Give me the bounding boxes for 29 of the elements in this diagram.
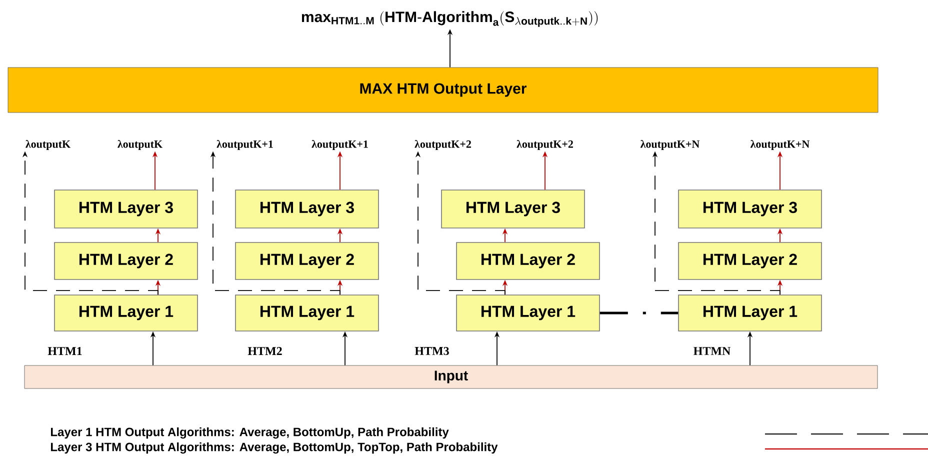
output-label: λoutputK — [118, 140, 162, 150]
layer-box: HTM Layer 2 — [678, 242, 822, 280]
instance-label: HTM3 — [414, 346, 449, 356]
instance-label: HTM1 — [48, 347, 82, 355]
layer-box: HTM Layer 1 — [235, 294, 379, 332]
layer-box: HTM Layer 3 — [54, 190, 198, 228]
layer-box: HTM Layer 2 — [235, 242, 379, 280]
legend-text: Layer 3 HTM Output Algorithms: Average, BottomUp, TopTop, Path Probability — [51, 442, 498, 454]
output-label: λoutputK+N — [640, 140, 700, 150]
output-label: λoutputK+1 — [312, 140, 368, 150]
layer-box: HTM Layer 1 — [456, 294, 600, 332]
output-label: λoutputK+2 — [414, 140, 471, 150]
layer-box: HTM Layer 1 — [678, 294, 822, 332]
instance-label: HTM2 — [248, 347, 282, 355]
layer-box: HTM Layer 3 — [678, 190, 822, 228]
input-box: Input — [24, 365, 878, 389]
output-label: λoutputK+1 — [216, 140, 273, 150]
layer-box: HTM Layer 3 — [235, 190, 379, 228]
layer-box: HTM Layer 3 — [441, 190, 585, 228]
output-label: λoutputK+2 — [516, 140, 573, 150]
legend-text: Layer 1 HTM Output Algorithms: Average, BottomUp, Path Probability — [51, 427, 449, 439]
instance-label: HTMN — [694, 347, 730, 355]
output-label: λoutputK+N — [750, 140, 810, 150]
layer-box: HTM Layer 2 — [54, 242, 198, 280]
layer-box: HTM Layer 1 — [54, 294, 198, 332]
formula-text: $\mathbf{max}_{\mathbf{HTM1..M}}\ (\mathbf{HTM\mbox{-}Algorithm}_{\mathbf{a}}(\mathbf{S}_{\lambda\mathbf{outputk..k+N}}))$ — [302, 11, 598, 27]
output-layer-box: MAX HTM Output Layer — [8, 67, 878, 113]
layer-box: HTM Layer 2 — [456, 242, 600, 280]
output-label: λoutputK — [26, 140, 70, 150]
